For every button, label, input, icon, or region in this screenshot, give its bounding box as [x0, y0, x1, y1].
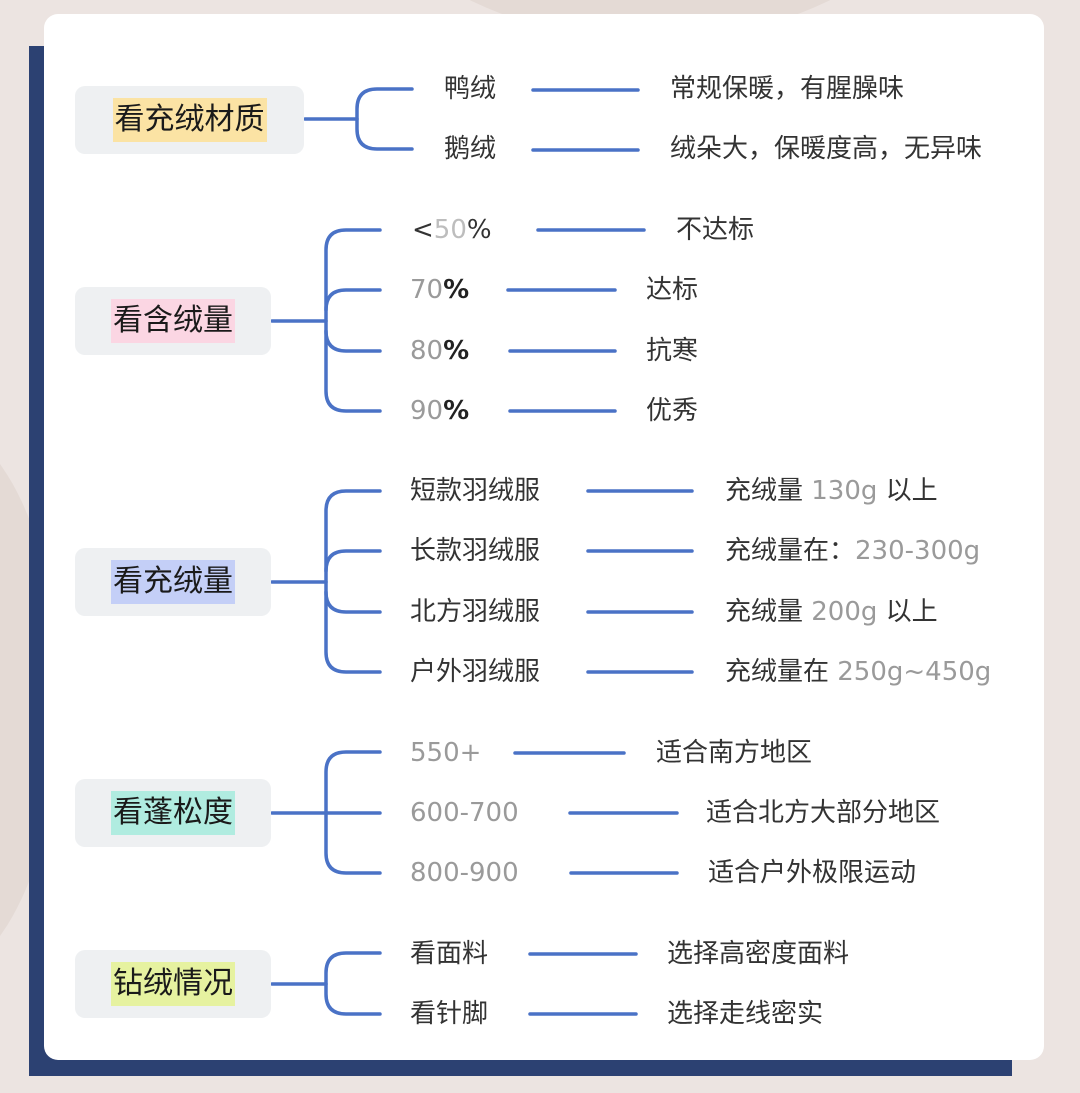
topic-label: 看充绒量 — [111, 560, 235, 604]
topic-label: 看含绒量 — [111, 299, 235, 343]
branch-label: 鹅绒 — [444, 134, 497, 164]
topic-node-down-content[interactable]: 看含绒量 — [75, 287, 271, 355]
mindmap-card — [44, 14, 1044, 1060]
branch-label: 看针脚 — [410, 999, 489, 1029]
branch-desc: 绒朵大，保暖度高，无异味 — [670, 134, 983, 164]
branch-label: 短款羽绒服 — [410, 476, 541, 506]
branch-label: 600-700 — [410, 798, 519, 828]
branch-desc: 适合北方大部分地区 — [706, 798, 941, 828]
branch-label: 80% — [410, 336, 470, 366]
branch-label: 550+ — [410, 738, 482, 768]
branch-desc: 充绒量 130g 以上 — [725, 476, 938, 506]
branch-desc: 充绒量 200g 以上 — [725, 597, 938, 627]
topic-label: 看蓬松度 — [111, 791, 235, 835]
topic-node-material[interactable]: 看充绒材质 — [75, 86, 304, 154]
branch-desc: 优秀 — [646, 396, 699, 426]
branch-label: <50% — [412, 215, 492, 245]
branch-label: 70% — [410, 275, 470, 305]
branch-desc: 常规保暖，有腥臊味 — [670, 74, 905, 104]
branch-desc: 达标 — [646, 275, 699, 305]
branch-label: 鸭绒 — [444, 74, 497, 104]
branch-desc: 抗寒 — [646, 336, 699, 366]
branch-label: 90% — [410, 396, 470, 426]
topic-node-fill-weight[interactable]: 看充绒量 — [75, 548, 271, 616]
branch-label: 户外羽绒服 — [410, 657, 541, 687]
topic-node-fill-power[interactable]: 看蓬松度 — [75, 779, 271, 847]
branch-desc: 选择走线密实 — [667, 999, 824, 1029]
topic-label: 钻绒情况 — [111, 962, 235, 1006]
branch-desc: 选择高密度面料 — [667, 939, 850, 969]
branch-label: 看面料 — [410, 939, 489, 969]
branch-label: 长款羽绒服 — [410, 536, 541, 566]
branch-desc: 不达标 — [676, 215, 755, 245]
branch-desc: 充绒量在：230-300g — [725, 536, 981, 566]
topic-node-down-leak[interactable]: 钻绒情况 — [75, 950, 271, 1018]
branch-label: 800-900 — [410, 858, 519, 888]
branch-label: 北方羽绒服 — [410, 597, 541, 627]
branch-desc: 充绒量在 250g~450g — [725, 657, 992, 687]
branch-desc: 适合南方地区 — [656, 738, 813, 768]
branch-desc: 适合户外极限运动 — [708, 858, 917, 888]
topic-label: 看充绒材质 — [112, 98, 267, 142]
